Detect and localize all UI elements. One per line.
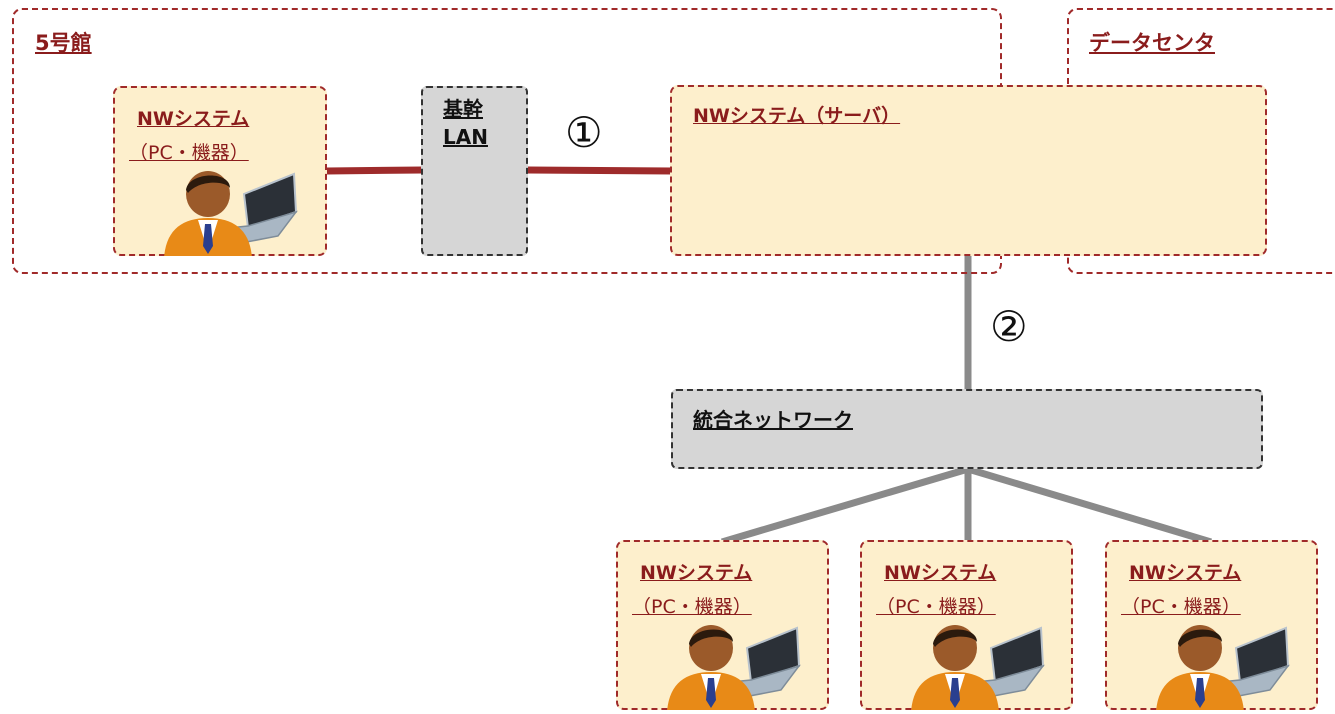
server-node-title: NWシステム（サーバ） [693, 105, 901, 127]
client-figure [663, 620, 813, 712]
client-node-subtitle: （PC・機器） [632, 596, 752, 618]
gray-link-network-client-right [966, 465, 1213, 546]
integrated-network-box: 統合ネットワーク [671, 389, 1263, 469]
building5-label: 5号館 [35, 31, 92, 55]
client-figure [160, 166, 310, 258]
user-laptop-illustration [667, 625, 801, 712]
client-node-title: NWシステム [137, 108, 250, 130]
user-person-icon [1156, 625, 1244, 712]
client-node-bottom-2: NWシステム （PC・機器） [860, 540, 1073, 712]
user-laptop-illustration [911, 625, 1045, 712]
backbone-lan-label-line2: LAN [443, 125, 488, 149]
client-node-title: NWシステム [884, 562, 997, 584]
client-node-title: NWシステム [640, 562, 753, 584]
red-link-backbone-server [527, 166, 673, 175]
user-person-icon [911, 625, 999, 712]
user-person-icon [164, 171, 252, 258]
client-node-bottom-3: NWシステム （PC・機器） [1105, 540, 1318, 712]
client-node-subtitle: （PC・機器） [1121, 596, 1241, 618]
client-node-subtitle: （PC・機器） [876, 596, 996, 618]
server-node: NWシステム（サーバ） [670, 85, 1267, 256]
gray-link-network-client-left [721, 465, 969, 546]
integrated-network-label: 統合ネットワーク [693, 408, 853, 432]
client-node-subtitle: （PC・機器） [129, 142, 249, 164]
link-marker-2: ② [990, 302, 1028, 351]
client-figure [1152, 620, 1302, 712]
user-laptop-illustration [164, 171, 298, 258]
client-figure [907, 620, 1057, 712]
backbone-lan-label-line1: 基幹 [443, 97, 483, 121]
user-laptop-illustration [1156, 625, 1290, 712]
client-node-top: NWシステム （PC・機器） [113, 86, 327, 258]
link-marker-1: ① [565, 108, 603, 157]
user-person-icon [667, 625, 755, 712]
client-node-title: NWシステム [1129, 562, 1242, 584]
client-node-bottom-1: NWシステム （PC・機器） [616, 540, 829, 712]
red-link-client-backbone [326, 166, 423, 175]
datacenter-label: データセンタ [1089, 31, 1215, 55]
backbone-lan-box: 基幹 LAN [421, 86, 528, 256]
